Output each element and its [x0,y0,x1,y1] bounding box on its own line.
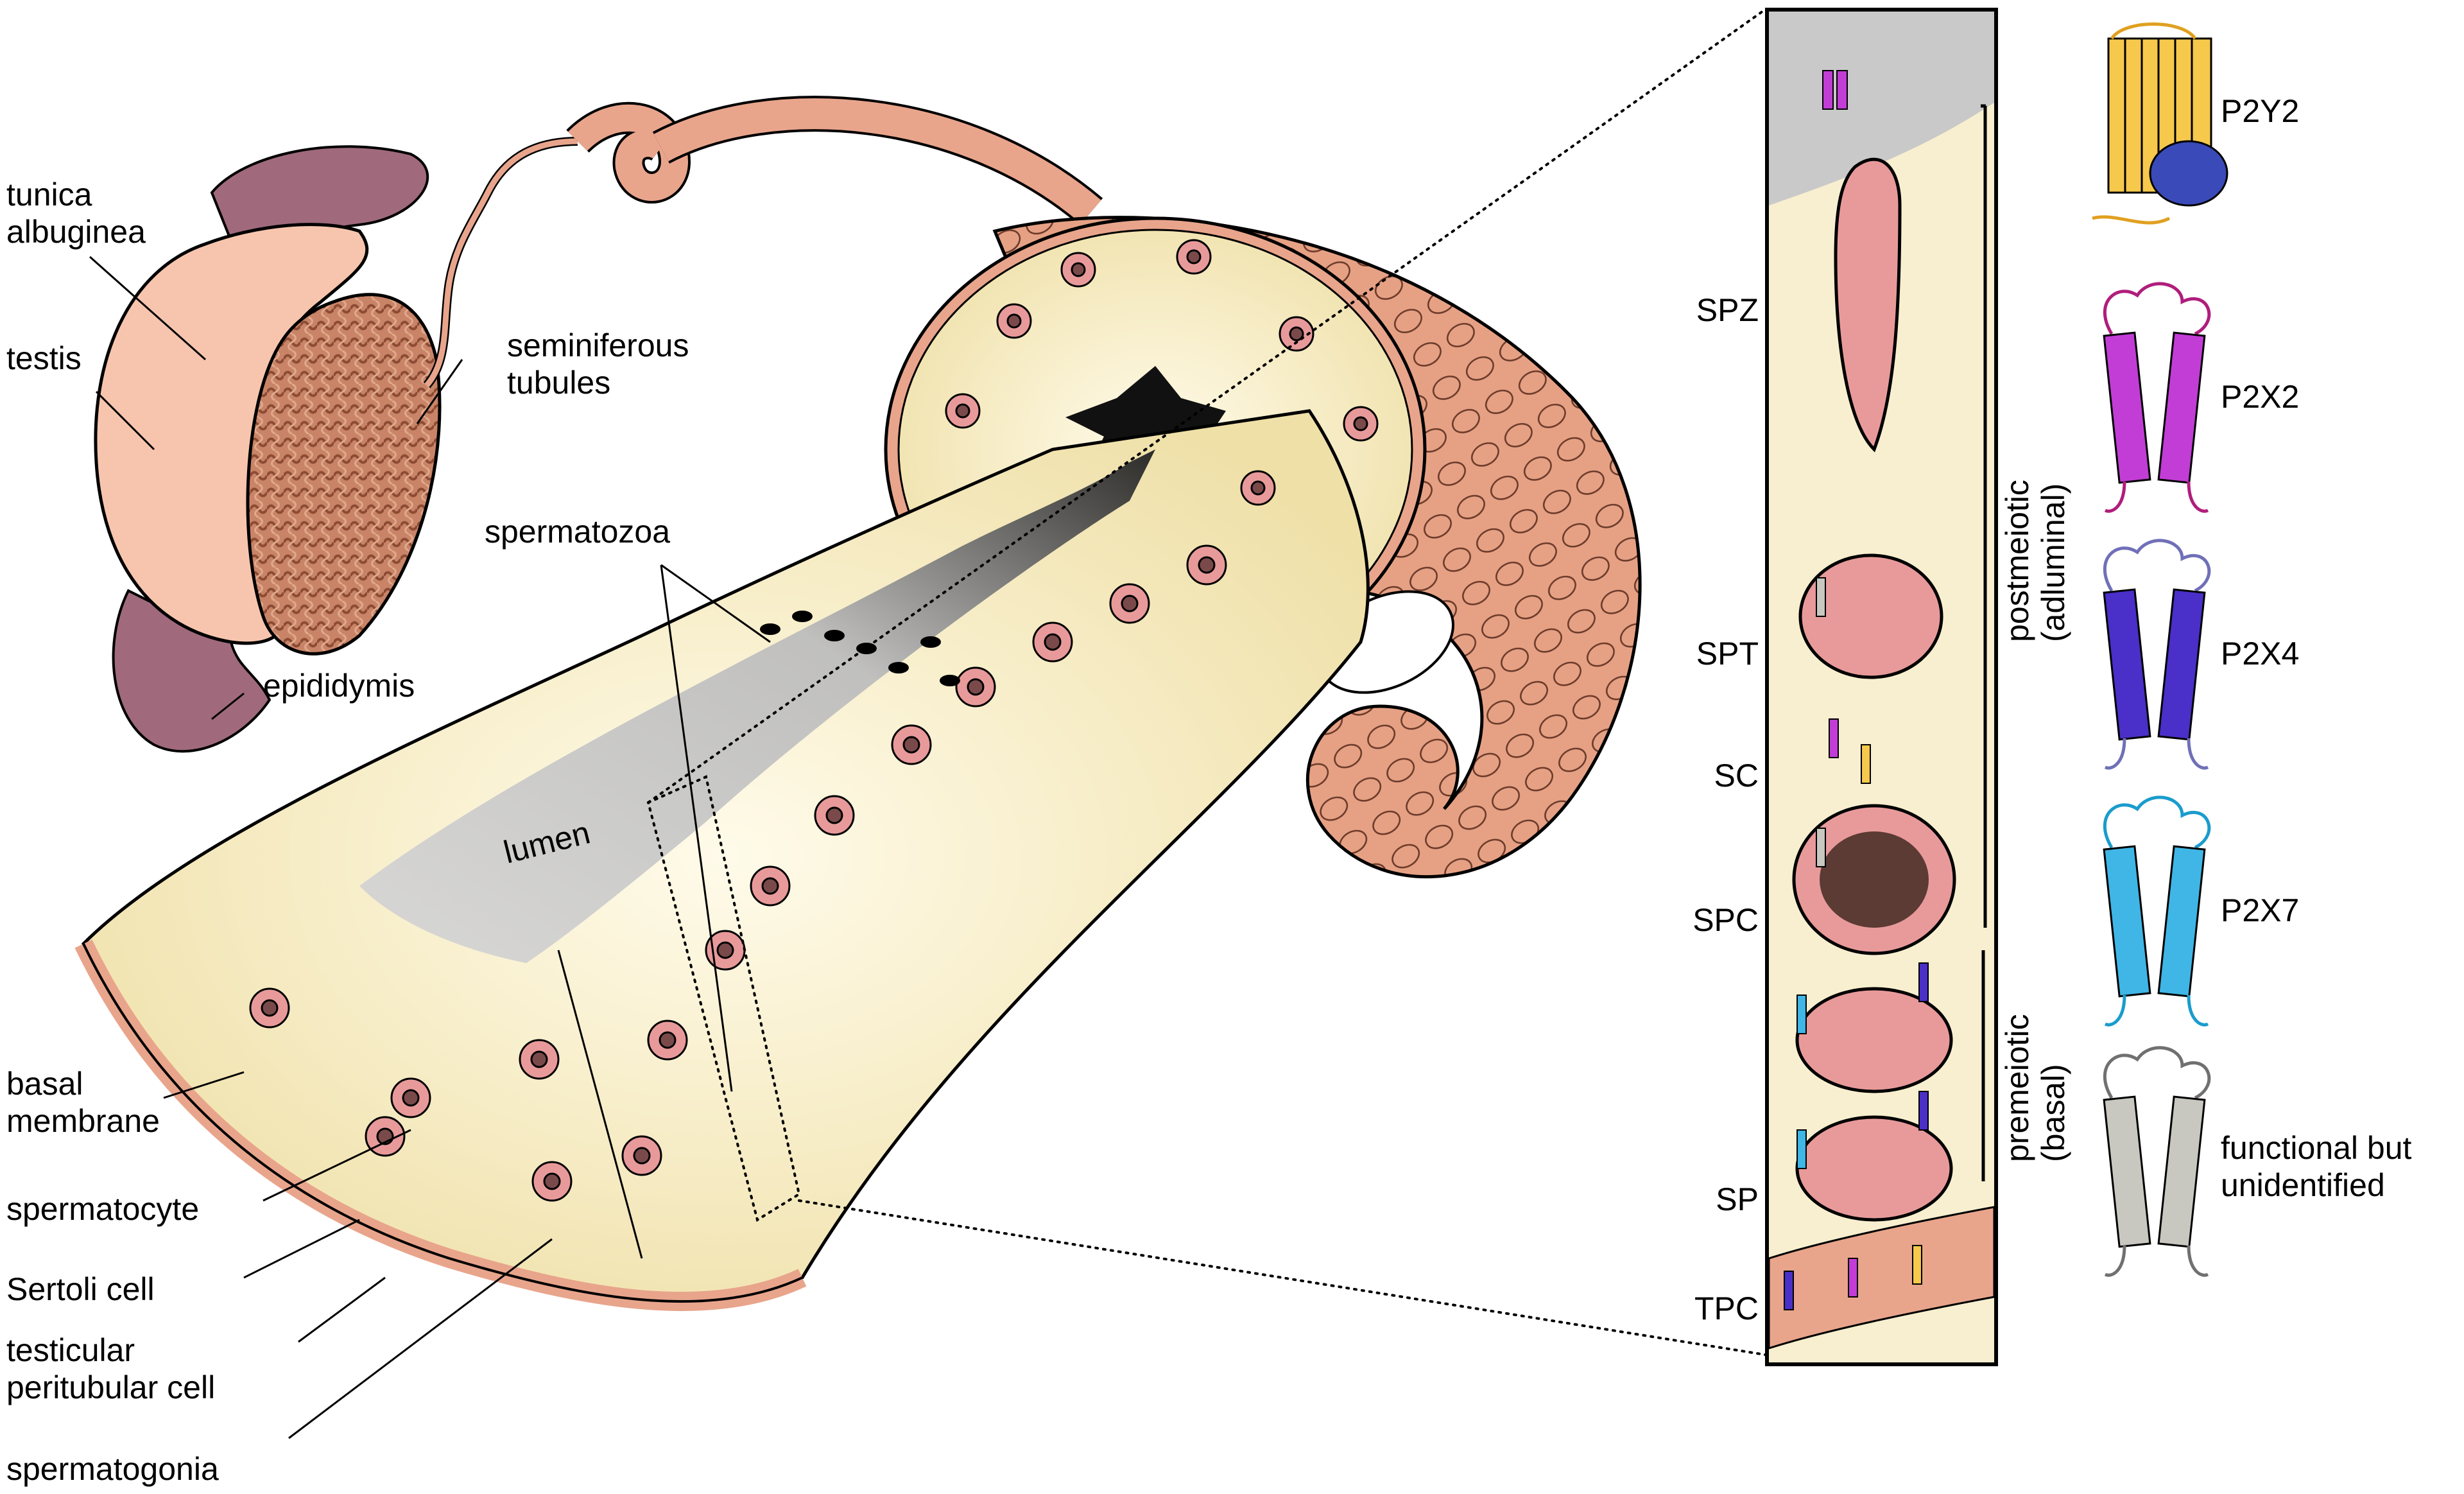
label-spermatogonia: spermatogonia [6,1451,219,1487]
leader-lines [89,256,771,1439]
p2x-loop [2103,282,2211,336]
stage-sc: SC [1714,758,1759,794]
legend-item-p2x2: P2X2 [2103,282,2299,513]
p2x-helix [2103,1095,2151,1248]
g-protein [2149,140,2228,207]
p2x-tail [2104,738,2209,770]
legend-label: P2X4 [2221,636,2299,672]
p2x-helix [2103,331,2151,484]
stage-spc: SPC [1693,902,1759,938]
epididymis-tail [112,589,271,753]
zoom-line-top [647,8,1766,804]
legend-item-p2y2: P2Y2 [2092,22,2299,225]
close-up-panel [1765,8,1998,1366]
stage-tpc: TPC [1694,1290,1759,1326]
p2x-helix [2157,1095,2206,1248]
p2x-loop [2103,539,2211,593]
p2x-tail [2104,1245,2209,1277]
stage-sp: SP [1716,1181,1759,1217]
zoom-line-bottom [798,1199,1766,1356]
legend-label: P2X2 [2221,379,2299,415]
legend-label: P2Y2 [2221,93,2299,129]
label-spermatocyte: spermatocyte [6,1191,199,1227]
stage-spz: SPZ [1696,292,1759,328]
p2x-helix [2157,845,2206,998]
p2x-helix [2103,845,2151,998]
p2x-helix [2157,331,2206,484]
basal-layer [1768,1206,1995,1350]
p2y2-loop [2092,22,2197,225]
p2x-loop [2103,1046,2211,1100]
spt-cell [1798,553,1943,679]
sp-cell-2 [1795,1115,1953,1222]
testis-cut-surface [246,293,442,656]
legend-label: P2X7 [2221,892,2299,928]
label-epididymis: epididymis [263,668,415,704]
legend-item-p2x4: P2X4 [2103,539,2299,770]
p2x-tail [2104,995,2209,1027]
stage-spt: SPT [1696,636,1759,672]
stage-labels: SPZ SPT SC SPC SP TPC [1693,292,1759,1326]
germ-cells [249,239,1379,1202]
lumen-channel [359,449,1155,963]
spz-cell [1834,157,1902,453]
label-spermatozoa: spermatozoa [485,514,670,550]
label-testis: testis [6,340,82,376]
label-postmeiotic: postmeiotic(adluminal) [1999,480,2071,642]
phase-labels: postmeiotic(adluminal) premeiotic(basal) [1999,480,2071,1162]
p2x-helix [2157,588,2206,741]
p2x-tail [2104,481,2209,513]
label-premeiotic: premeiotic(basal) [1999,1014,2071,1162]
testis-overview [94,137,578,753]
legend-item-p2x7: P2X7 [2103,795,2299,1027]
sp-cell-1 [1795,987,1953,1093]
label-sertoli-cell: Sertoli cell [6,1271,155,1307]
p2x-loop [2103,795,2211,849]
receptor-glyphs [1784,70,1929,1310]
lumen-region [1769,12,1994,205]
p2x-helix [2103,588,2151,741]
